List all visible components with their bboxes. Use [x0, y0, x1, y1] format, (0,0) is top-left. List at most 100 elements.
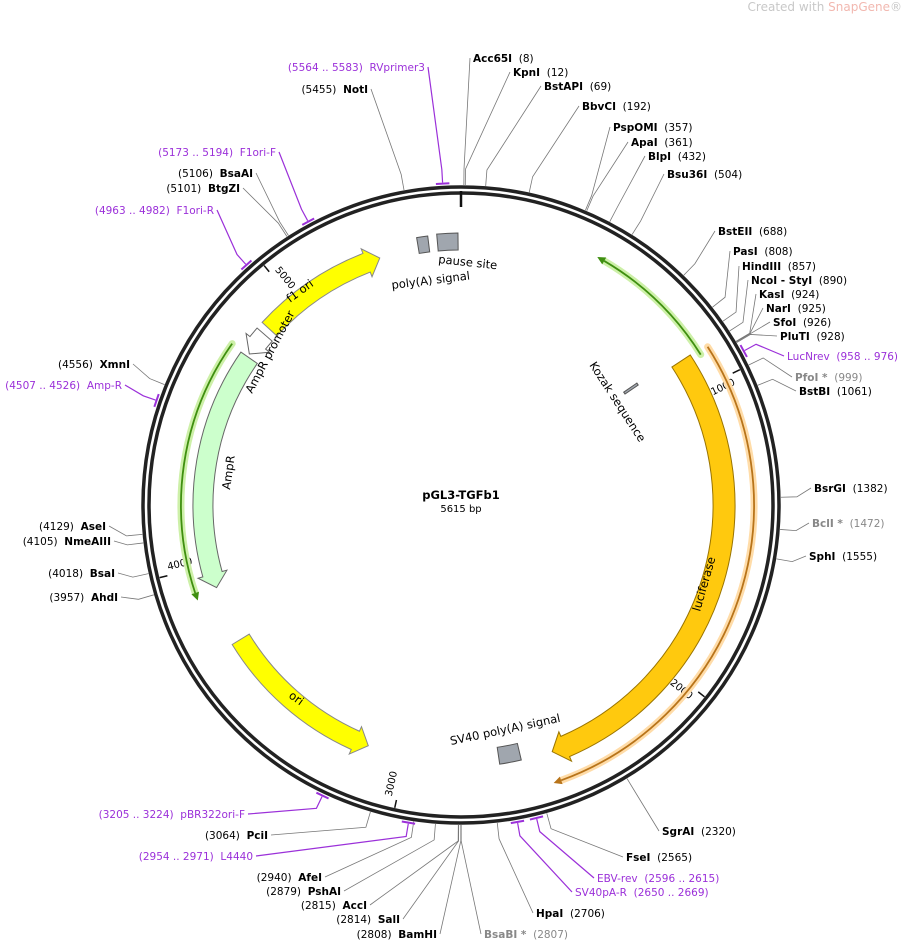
enzyme-site-label[interactable]: KasI (924) — [759, 289, 819, 301]
enzyme-site-label[interactable]: ApaI (361) — [631, 137, 693, 149]
enzyme-site-label[interactable]: (2808) BamHI — [357, 929, 437, 941]
enzyme-site-label[interactable]: (2815) AccI — [301, 900, 367, 912]
site-name: PciI — [247, 830, 268, 842]
enzyme-site-label[interactable]: (2879) PshAI — [266, 886, 341, 898]
leader-line — [780, 487, 812, 498]
tick-mark — [732, 368, 741, 374]
enzyme-site-label[interactable]: PfoI * (999) — [795, 372, 862, 384]
enzyme-site-label[interactable]: Acc65I (8) — [473, 53, 534, 65]
primer-label[interactable]: (5564 .. 5583) RVprimer3 — [288, 62, 425, 74]
enzyme-site-label[interactable]: BbvCI (192) — [582, 101, 651, 113]
enzyme-site-label[interactable]: PasI (808) — [733, 246, 793, 258]
enzyme-site-label[interactable]: (5455) NotI — [301, 84, 368, 96]
leader-line — [736, 334, 778, 343]
site-position: (2940) — [257, 872, 292, 884]
site-position: (2879) — [266, 886, 301, 898]
site-name: AseI — [81, 521, 106, 533]
enzyme-site-label[interactable]: SfoI (926) — [773, 317, 831, 329]
enzyme-site-label[interactable]: (4105) NmeAIII — [23, 536, 111, 548]
enzyme-site-label[interactable]: (3957) AhdI — [49, 592, 118, 604]
enzyme-site-label[interactable]: (5106) BsaAI — [178, 168, 253, 180]
polya-signal-box[interactable] — [416, 235, 431, 255]
ampr-promoter-arrow[interactable] — [245, 327, 273, 355]
orange-primer-arrow[interactable] — [560, 346, 755, 782]
primer-label[interactable]: (5173 .. 5194) F1ori-F — [158, 147, 276, 159]
feature-arrows — [177, 232, 758, 785]
enzyme-site-label[interactable]: HindIII (857) — [742, 261, 816, 273]
primer-binding-mark — [510, 819, 525, 825]
site-name: HpaI — [536, 908, 563, 920]
leader-line — [255, 172, 289, 236]
enzyme-site-label[interactable]: (4129) AseI — [39, 521, 106, 533]
site-position: (2565) — [657, 852, 692, 864]
enzyme-site-label[interactable]: (2814) SalI — [336, 914, 400, 926]
spacer — [58, 536, 65, 548]
site-name: BstAPI — [544, 81, 583, 93]
enzyme-site-label[interactable]: (4018) BsaI — [48, 568, 115, 580]
enzyme-site-label[interactable]: BstEII (688) — [718, 226, 787, 238]
green-arrow-left[interactable] — [180, 343, 233, 594]
luciferase-arrow[interactable] — [551, 354, 736, 763]
f1-ori-arrow[interactable] — [261, 247, 381, 337]
kozak-sequence-box[interactable] — [623, 382, 639, 395]
site-name: BstBI — [799, 386, 830, 398]
spacer — [752, 226, 759, 238]
enzyme-site-label[interactable]: PspOMI (357) — [613, 122, 692, 134]
enzyme-site-label[interactable]: KpnI (12) — [513, 67, 568, 79]
watermark-brand: SnapGene — [828, 0, 890, 14]
enzyme-site-label[interactable]: NcoI - StyI (890) — [751, 275, 847, 287]
tick-mark — [394, 799, 398, 808]
spacer — [830, 386, 837, 398]
site-position: (4963 .. 4982) — [95, 205, 170, 217]
primer-label[interactable]: LucNrev (958 .. 976) — [787, 351, 898, 363]
site-position: (5101) — [166, 183, 201, 195]
enzyme-site-label[interactable]: (4556) XmnI — [58, 359, 130, 371]
leader-line — [247, 796, 323, 815]
enzyme-site-label[interactable]: BsaBI * (2807) — [484, 929, 568, 941]
site-name: AccI — [343, 900, 367, 912]
enzyme-site-label[interactable]: SphI (1555) — [809, 551, 877, 563]
primer-label[interactable]: (4963 .. 4982) F1ori-R — [95, 205, 214, 217]
ori-arrow[interactable] — [231, 633, 369, 756]
primer-label[interactable]: (4507 .. 4526) Amp-R — [5, 380, 122, 392]
site-name: PshAI — [308, 886, 341, 898]
enzyme-site-label[interactable]: FseI (2565) — [626, 852, 692, 864]
enzyme-site-label[interactable]: NarI (925) — [766, 303, 826, 315]
leader-line — [343, 823, 436, 892]
enzyme-site-label[interactable]: HpaI (2706) — [536, 908, 605, 920]
enzyme-site-label[interactable]: (3064) PciI — [205, 830, 268, 842]
enzyme-site-label[interactable]: Bsu36I (504) — [667, 169, 742, 181]
primer-label[interactable]: (2954 .. 2971) L4440 — [139, 851, 253, 863]
spacer — [214, 851, 221, 863]
site-name: SgrAI — [662, 826, 694, 838]
primer-label[interactable]: EBV-rev (2596 .. 2615) — [597, 873, 719, 885]
enzyme-site-label[interactable]: SgrAI (2320) — [662, 826, 736, 838]
enzyme-site-label[interactable]: BsrGI (1382) — [814, 483, 888, 495]
primer-label[interactable]: (3205 .. 3224) pBR322ori-F — [99, 809, 245, 821]
site-name: PluTI — [780, 331, 810, 343]
pause-site-box[interactable] — [436, 232, 459, 252]
spacer — [638, 873, 645, 885]
site-name: BstEII — [718, 226, 752, 238]
leader-line — [463, 57, 471, 186]
enzyme-site-label[interactable]: (5101) BtgZI — [166, 183, 240, 195]
enzyme-site-label[interactable]: BstAPI (69) — [544, 81, 611, 93]
enzyme-site-label[interactable]: BclI * (1472) — [812, 518, 885, 530]
spacer — [758, 246, 765, 258]
enzyme-site-label[interactable]: BstBI (1061) — [799, 386, 872, 398]
leader-line — [439, 824, 462, 935]
spacer — [812, 275, 819, 287]
site-name: F1ori-F — [240, 147, 276, 159]
ampr-arrow[interactable] — [192, 351, 259, 589]
primer-label[interactable]: SV40pA-R (2650 .. 2669) — [575, 887, 709, 899]
leader-line — [546, 813, 624, 858]
green-arrow-right[interactable] — [603, 260, 702, 356]
sv40-polya-signal-box[interactable] — [496, 742, 522, 765]
spacer — [371, 914, 378, 926]
green-arrow-right-arrowhead — [597, 256, 607, 265]
enzyme-site-label[interactable]: (2940) AfeI — [257, 872, 322, 884]
site-position: (69) — [590, 81, 612, 93]
enzyme-site-label[interactable]: BlpI (432) — [648, 151, 706, 163]
enzyme-site-label[interactable]: PluTI (928) — [780, 331, 845, 343]
spacer — [170, 205, 177, 217]
